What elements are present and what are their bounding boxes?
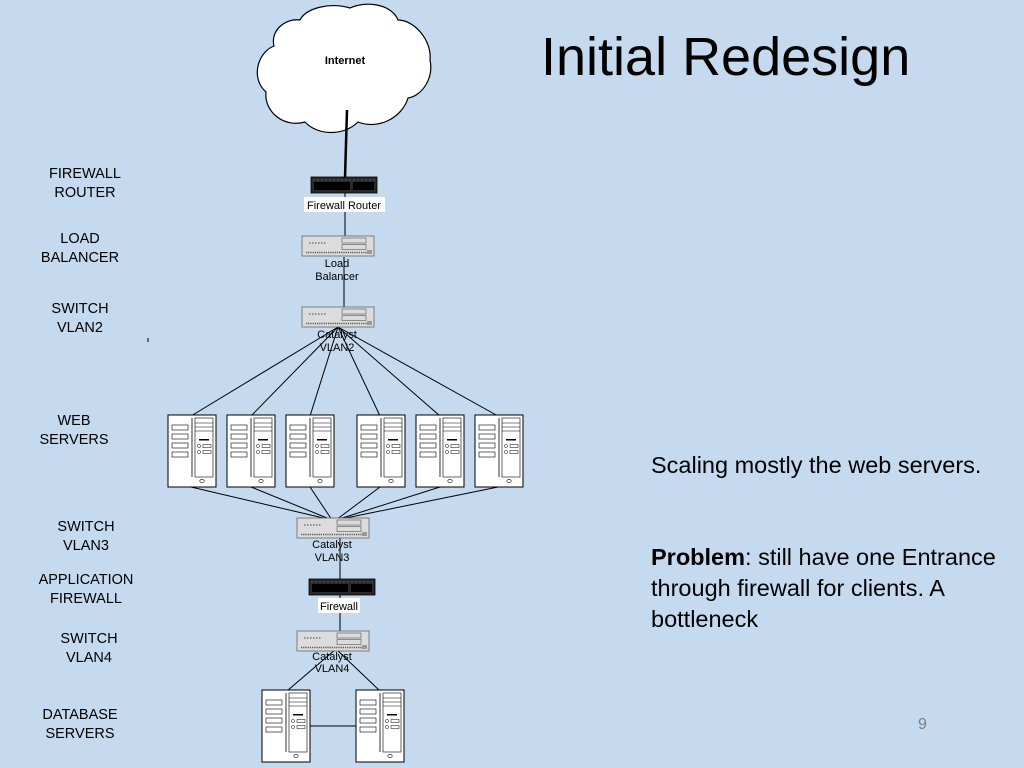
scaling-note: Scaling mostly the web servers. bbox=[651, 452, 982, 478]
vlan3-label: VLAN3 bbox=[315, 552, 350, 564]
load-balancer-device: Load Balancer bbox=[301, 235, 375, 283]
internet-cloud-icon: Internet bbox=[256, 3, 432, 133]
firewall-label: Firewall bbox=[320, 601, 358, 613]
firewall-router-device: Firewall Router bbox=[304, 176, 385, 212]
catalyst-vlan4-label: Catalyst bbox=[312, 651, 352, 663]
application-firewall-device: Firewall bbox=[308, 578, 376, 613]
problem-label: Problem bbox=[651, 544, 746, 570]
web-server-icon bbox=[226, 414, 276, 488]
web-server-icon bbox=[474, 414, 524, 488]
switch-vlan2-device: Catalyst VLAN2 bbox=[301, 306, 375, 354]
internet-label: Internet bbox=[325, 55, 366, 67]
page-number: 9 bbox=[918, 716, 927, 733]
vlan4-label: VLAN4 bbox=[315, 663, 350, 675]
problem-note: Problem: still have one Entrance through… bbox=[651, 542, 1011, 635]
switch-vlan4-device: Catalyst VLAN4 bbox=[296, 630, 370, 675]
web-server-icon bbox=[167, 414, 217, 488]
database-server-icon bbox=[261, 689, 311, 763]
connection-lines bbox=[147, 109, 499, 727]
web-server-icon bbox=[285, 414, 335, 488]
switch-vlan3-device: Catalyst VLAN3 bbox=[296, 517, 370, 564]
vlan2-label: VLAN2 bbox=[320, 342, 355, 354]
catalyst-vlan2-label: Catalyst bbox=[317, 329, 357, 341]
load-balancer-label-line1: Load bbox=[325, 258, 349, 270]
web-server-group bbox=[167, 414, 524, 488]
load-balancer-label-line2: Balancer bbox=[315, 271, 359, 283]
web-server-icon bbox=[356, 414, 406, 488]
database-server-icon bbox=[355, 689, 405, 763]
firewall-router-label: Firewall Router bbox=[307, 200, 381, 212]
web-server-icon bbox=[415, 414, 465, 488]
slide-title: Initial Redesign bbox=[541, 27, 911, 87]
catalyst-vlan3-label: Catalyst bbox=[312, 539, 352, 551]
problem-text: : still have one Entrance through firewa… bbox=[651, 544, 996, 632]
